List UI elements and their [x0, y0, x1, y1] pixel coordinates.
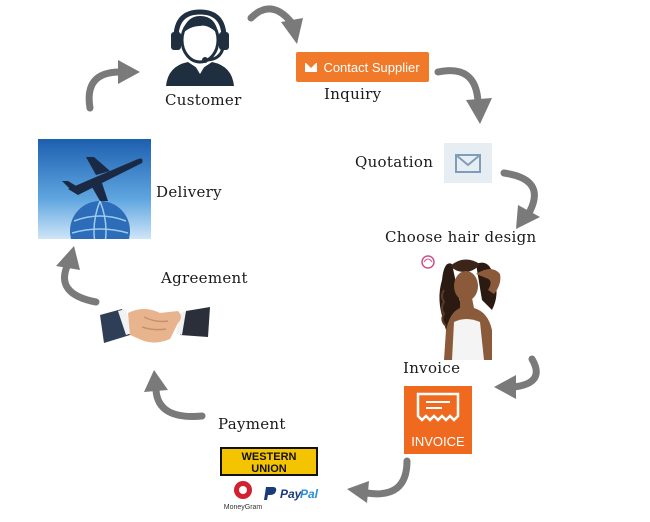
arrow-design-to-invoice: [494, 355, 540, 399]
arrow-invoice-to-payment: [347, 457, 411, 503]
mail-icon: [455, 154, 481, 173]
invoice-icon: INVOICE: [404, 386, 472, 454]
mail-icon: [305, 62, 318, 72]
model-photo: [414, 250, 516, 360]
western-union-logo: WESTERN UNION: [220, 447, 318, 476]
arrow-quotation-to-design: [500, 169, 540, 229]
paypal-pal: Pal: [300, 487, 319, 501]
quotation-mail-box: [444, 143, 492, 183]
step-label-quotation: Quotation: [355, 153, 434, 171]
contact-supplier-label: Contact Supplier: [323, 59, 420, 75]
step-label-invoice: Invoice: [403, 359, 461, 377]
customer-service-icon: [166, 9, 234, 86]
airplane-globe-image: [38, 139, 151, 239]
arrow-payment-to-agreement: [144, 370, 206, 420]
paypal-logo: Pay Pal: [264, 487, 319, 501]
arrow-customer-to-inquiry: [247, 5, 303, 44]
handshake-image: [100, 307, 210, 343]
step-label-agreement: Agreement: [161, 269, 248, 287]
paypal-pay: Pay: [280, 487, 303, 501]
moneygram-logo: MoneyGram: [224, 481, 263, 511]
step-label-delivery: Delivery: [156, 183, 222, 201]
arrow-delivery-to-customer: [85, 60, 140, 112]
contact-supplier-button[interactable]: Contact Supplier: [296, 52, 429, 82]
arrow-inquiry-to-quotation: [434, 67, 492, 124]
arrow-agreement-to-delivery: [56, 246, 100, 306]
western-union-line2: UNION: [251, 463, 287, 475]
step-label-inquiry: Inquiry: [324, 85, 382, 103]
western-union-line1: WESTERN: [242, 451, 297, 463]
step-label-payment: Payment: [218, 415, 286, 433]
moneygram-label: MoneyGram: [224, 504, 263, 511]
invoice-label: INVOICE: [411, 434, 465, 449]
step-label-customer: Customer: [165, 91, 242, 109]
step-label-choose-hair: Choose hair design: [385, 228, 537, 246]
